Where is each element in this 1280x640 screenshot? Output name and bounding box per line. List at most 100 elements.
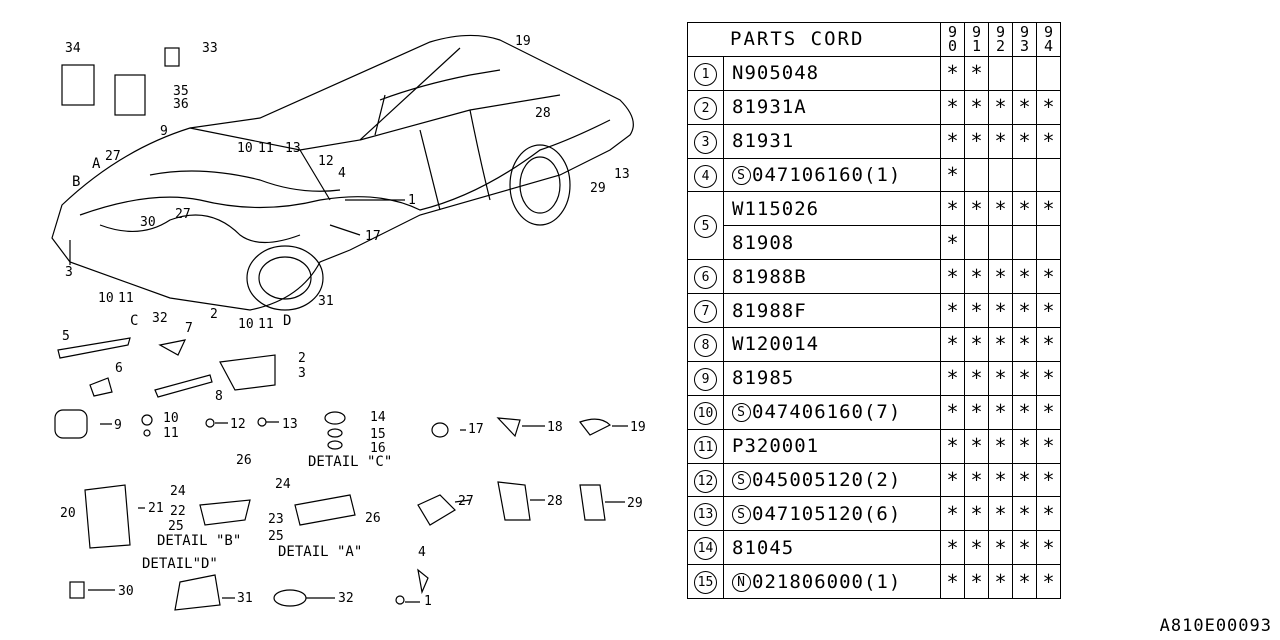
part-code-text: 81988F bbox=[732, 299, 807, 322]
row-index: 3 bbox=[687, 123, 724, 159]
callout-13: 13 bbox=[285, 141, 301, 156]
row-index: 11 bbox=[687, 428, 724, 464]
callout-16: 16 bbox=[370, 441, 386, 456]
part-code: W120014 bbox=[723, 327, 941, 362]
document-id: A810E00093 bbox=[1159, 616, 1272, 636]
year-mark: * bbox=[964, 55, 989, 91]
row-index: 14 bbox=[687, 530, 724, 566]
callout-9b: 9 bbox=[114, 418, 122, 433]
callout-25: 25 bbox=[168, 519, 184, 534]
part-symbol: S bbox=[732, 166, 751, 185]
grommet-31 bbox=[174, 574, 221, 611]
bracket-23 bbox=[294, 494, 356, 526]
callout-7: 7 bbox=[185, 321, 193, 336]
year-mark: * bbox=[1036, 327, 1061, 362]
callout-3: 3 bbox=[65, 265, 73, 280]
year-mark: * bbox=[964, 496, 989, 532]
year-mark bbox=[1012, 55, 1037, 91]
year-mark: * bbox=[940, 360, 965, 396]
part-code-text: W120014 bbox=[732, 333, 820, 356]
row-index-circle: 15 bbox=[694, 571, 717, 595]
cover-2 bbox=[219, 354, 276, 391]
callout-24: 24 bbox=[170, 484, 186, 499]
year-mark bbox=[964, 225, 989, 261]
callout-24b: 24 bbox=[275, 477, 291, 492]
year-mark bbox=[988, 225, 1013, 261]
year-mark bbox=[1012, 225, 1037, 261]
callout-10a: 10 bbox=[237, 141, 253, 156]
callout-13b: 13 bbox=[614, 167, 630, 182]
year-mark: * bbox=[964, 564, 989, 600]
grommet-9 bbox=[54, 409, 88, 439]
callout-26: 26 bbox=[236, 453, 252, 468]
year-mark: * bbox=[940, 191, 965, 227]
part-code-text: 047406160(7) bbox=[752, 401, 902, 424]
callout-4: 4 bbox=[338, 166, 346, 181]
callout-28b: 28 bbox=[547, 494, 563, 509]
callout-2b: 2 bbox=[298, 351, 306, 366]
year-mark bbox=[1036, 157, 1061, 193]
part-code-text: 021806000(1) bbox=[752, 570, 902, 593]
row-index-circle: 12 bbox=[694, 469, 717, 493]
callout-27: 27 bbox=[105, 149, 121, 164]
year-mark: * bbox=[1036, 462, 1061, 498]
year-mark: * bbox=[988, 191, 1013, 227]
year-mark: * bbox=[940, 496, 965, 532]
year-mark: * bbox=[988, 564, 1013, 600]
part-symbol: S bbox=[732, 403, 751, 423]
callout-9: 9 bbox=[160, 124, 168, 139]
year-mark: * bbox=[964, 293, 989, 329]
year-mark: * bbox=[1012, 564, 1037, 600]
year-mark: * bbox=[964, 327, 989, 362]
grommet-28 bbox=[497, 481, 531, 521]
year-mark: * bbox=[988, 327, 1013, 362]
callout-21: 21 bbox=[148, 501, 164, 516]
year-mark: * bbox=[1036, 428, 1061, 464]
row-index: 6 bbox=[687, 259, 724, 295]
part-code-text: 047106160(1) bbox=[752, 164, 902, 186]
callout-33: 33 bbox=[202, 41, 218, 56]
part-code-text: 81931A bbox=[732, 96, 807, 119]
detail-c-label: DETAIL "C" bbox=[308, 454, 392, 470]
year-mark: * bbox=[964, 360, 989, 396]
callout-8: 8 bbox=[215, 389, 223, 404]
parts-cord-header: PARTS CORD bbox=[687, 22, 941, 57]
callout-10c: 10 bbox=[238, 317, 254, 332]
part-code: N905048 bbox=[723, 55, 941, 91]
year-mark: * bbox=[988, 428, 1013, 464]
row-index: 13 bbox=[687, 496, 724, 532]
part-code-text: 81931 bbox=[732, 130, 795, 153]
year-mark: * bbox=[964, 123, 989, 159]
year-mark: * bbox=[1036, 191, 1061, 227]
year-mark: * bbox=[1012, 428, 1037, 464]
callout-29: 29 bbox=[590, 181, 606, 196]
callout-27c: 27 bbox=[458, 494, 474, 509]
callout-12b: 12 bbox=[230, 417, 246, 432]
year-mark: * bbox=[940, 89, 965, 125]
year-mark: * bbox=[988, 462, 1013, 498]
year-mark: * bbox=[1012, 462, 1037, 498]
year-mark bbox=[1012, 157, 1037, 193]
row-index: 2 bbox=[687, 89, 724, 125]
part-code-text: 81045 bbox=[732, 536, 795, 559]
part-code: 81988F bbox=[723, 293, 941, 329]
callout-3b: 3 bbox=[298, 366, 306, 381]
year-mark: * bbox=[964, 89, 989, 125]
row-index: 7 bbox=[687, 293, 724, 329]
row-index-circle: 10 bbox=[694, 401, 717, 425]
year-mark: * bbox=[1012, 123, 1037, 159]
part-code: 81045 bbox=[723, 530, 941, 566]
detail-b-label: DETAIL "B" bbox=[157, 533, 241, 549]
cord-5 bbox=[57, 337, 131, 359]
row-index-circle: 7 bbox=[694, 300, 717, 324]
